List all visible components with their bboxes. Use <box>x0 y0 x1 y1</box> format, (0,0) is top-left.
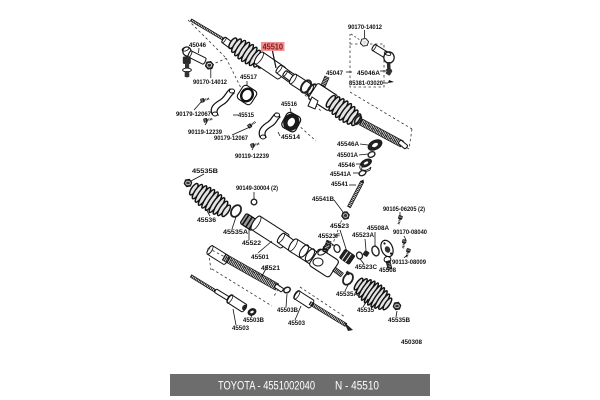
svg-text:45535B: 45535B <box>388 317 411 324</box>
svg-text:45515: 45515 <box>238 112 255 119</box>
svg-text:45046A: 45046A <box>357 70 381 77</box>
svg-text:45546A: 45546A <box>337 141 360 148</box>
svg-text:45535A: 45535A <box>336 291 359 298</box>
svg-text:45536: 45536 <box>197 217 217 224</box>
svg-text:90170-14012: 90170-14012 <box>348 24 383 31</box>
svg-text:85381-03020: 85381-03020 <box>349 80 384 87</box>
svg-text:45541A: 45541A <box>330 171 352 178</box>
svg-text:90170-14012: 90170-14012 <box>193 79 228 86</box>
svg-text:45503: 45503 <box>288 320 306 327</box>
svg-text:45517: 45517 <box>240 74 258 81</box>
svg-text:45047: 45047 <box>326 70 344 77</box>
svg-text:45541B: 45541B <box>312 196 335 203</box>
svg-text:N - 45510: N - 45510 <box>335 381 379 393</box>
svg-text:45535A: 45535A <box>223 229 249 236</box>
svg-text:45521: 45521 <box>261 265 281 272</box>
svg-text:45523: 45523 <box>330 223 350 230</box>
svg-text:45523F: 45523F <box>318 233 340 240</box>
svg-text:45510: 45510 <box>263 43 284 52</box>
svg-text:45522: 45522 <box>242 240 262 247</box>
svg-text:45514: 45514 <box>281 134 301 141</box>
svg-text:45535B: 45535B <box>192 168 219 175</box>
svg-text:90170-08040: 90170-08040 <box>393 229 428 236</box>
svg-text:45503B: 45503B <box>243 317 265 324</box>
svg-text:90179-12067: 90179-12067 <box>176 111 212 118</box>
svg-text:45546: 45546 <box>338 162 356 169</box>
svg-text:45508A: 45508A <box>367 225 390 232</box>
svg-text:45503B: 45503B <box>277 307 299 314</box>
svg-text:45501: 45501 <box>251 254 270 261</box>
svg-text:90113-08009: 90113-08009 <box>392 259 427 266</box>
svg-text:45046: 45046 <box>189 42 207 49</box>
svg-text:45516: 45516 <box>281 101 298 108</box>
svg-text:90119-12239: 90119-12239 <box>188 129 223 136</box>
svg-text:45501A: 45501A <box>337 152 359 159</box>
svg-text:45535: 45535 <box>357 307 375 314</box>
svg-text:90149-30004 (2): 90149-30004 (2) <box>236 185 278 192</box>
svg-text:45523C: 45523C <box>355 264 378 271</box>
svg-text:45541: 45541 <box>331 181 349 188</box>
svg-text:45523A: 45523A <box>352 232 375 239</box>
svg-text:90179-12067: 90179-12067 <box>214 135 249 142</box>
svg-text:45508: 45508 <box>379 267 397 274</box>
svg-text:90119-12239: 90119-12239 <box>235 153 270 160</box>
svg-text:90105-06205 (2): 90105-06205 (2) <box>383 206 425 213</box>
svg-text:45503: 45503 <box>232 325 250 332</box>
svg-text:TOYOTA - 4551002040: TOYOTA - 4551002040 <box>218 381 315 393</box>
svg-text:450308: 450308 <box>401 339 423 346</box>
